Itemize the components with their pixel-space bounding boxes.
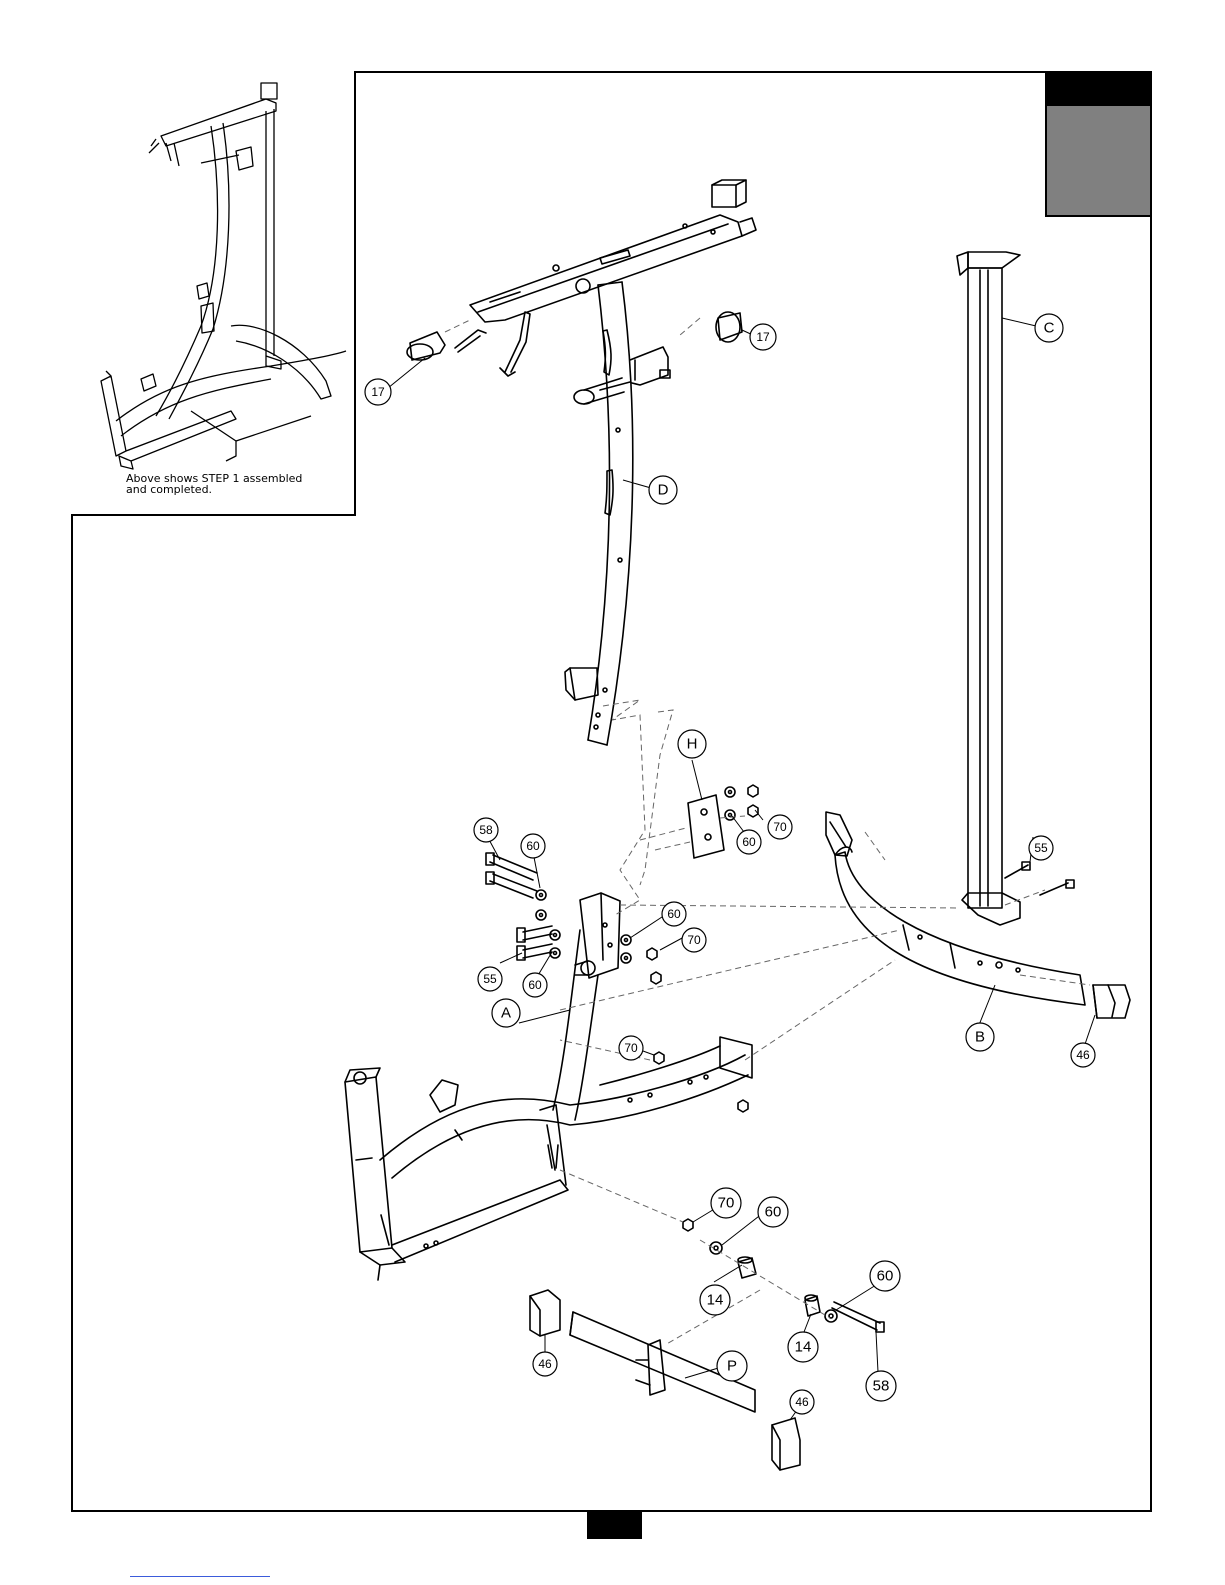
caption-line-2: and completed.: [126, 484, 346, 495]
callout-58-top: 58: [479, 823, 493, 837]
step-indicator-tab: [1045, 71, 1152, 217]
part-17-right-cap: [716, 312, 742, 342]
callout-h: H: [687, 736, 698, 753]
callout-c: C: [1044, 320, 1055, 337]
callout-60-f: 60: [877, 1268, 894, 1285]
part-d-vertical: [588, 282, 633, 745]
callout-d: D: [658, 482, 669, 499]
inset-caption: Above shows STEP 1 assembled and complet…: [126, 473, 346, 495]
assembled-thumbnail: [71, 71, 354, 514]
callout-70-c: 70: [624, 1041, 638, 1055]
part-c-post: [957, 252, 1020, 925]
footer-link-underline[interactable]: [130, 1576, 270, 1577]
callout-14-a: 14: [707, 1292, 724, 1309]
step-tab-header: [1047, 73, 1150, 106]
callout-60-b: 60: [742, 835, 756, 849]
callout-46-c: 46: [795, 1395, 809, 1409]
callout-14-b: 14: [795, 1339, 812, 1356]
callout-70-d: 70: [718, 1195, 735, 1212]
callout-60-c: 60: [667, 907, 681, 921]
callout-17-left: 17: [371, 385, 385, 399]
callout-circles: [365, 314, 1095, 1414]
callout-60-a: 60: [526, 839, 540, 853]
part-46-p-cap-left: [530, 1290, 560, 1336]
page-number-tab: [587, 1511, 642, 1539]
callout-58-bottom: 58: [873, 1378, 890, 1395]
callout-a: A: [501, 1005, 511, 1022]
callout-60-d: 60: [528, 978, 542, 992]
callout-55-b: 55: [1034, 841, 1048, 855]
assembled-inset: Above shows STEP 1 assembled and complet…: [71, 71, 356, 516]
callout-55-a: 55: [483, 972, 497, 986]
callout-b: B: [975, 1029, 985, 1046]
part-d-upper-arm: [470, 180, 756, 322]
part-h-plate: [688, 795, 724, 858]
callout-labels: 17 17 C D H 58 60 70 60 60 70 60 55 A 70…: [371, 320, 1090, 1410]
part-46-p-cap-right: [772, 1418, 800, 1470]
callout-70-b: 70: [687, 933, 701, 947]
leader-lines: [388, 318, 1095, 1420]
callout-70-a: 70: [773, 820, 787, 834]
fasteners-washers-nuts: [536, 785, 837, 1322]
callout-46-b: 46: [538, 1357, 552, 1371]
callout-60-e: 60: [765, 1204, 782, 1221]
callout-p: P: [727, 1358, 737, 1375]
part-17-left-cap: [407, 332, 445, 360]
part-46-base-cap-right: [1093, 985, 1130, 1018]
part-b-base: [835, 847, 1085, 1005]
fasteners-bolts: [486, 853, 1074, 1332]
alignment-lines: [445, 318, 1090, 1345]
callout-46-a: 46: [1076, 1048, 1090, 1062]
callout-17-right: 17: [756, 330, 770, 344]
